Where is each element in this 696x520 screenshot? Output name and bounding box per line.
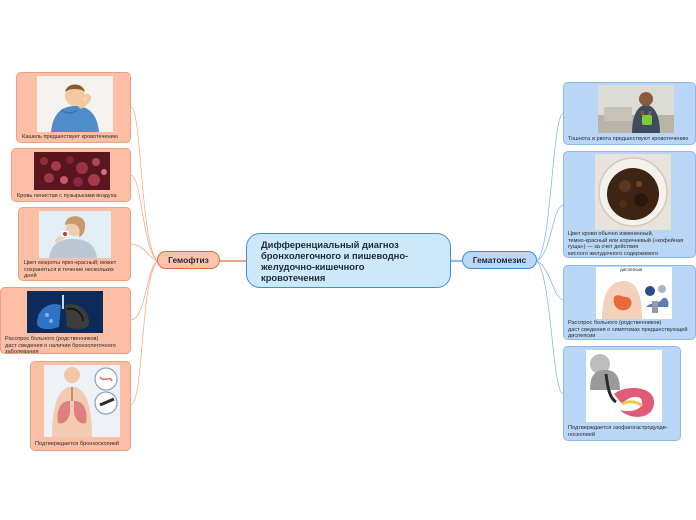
branch-hematemesis-label: Гематомезис: [472, 255, 527, 265]
left-card-foamy-blood[interactable]: Кровь пенистая с пузырьками воздуха: [11, 148, 131, 202]
right-card-dyspepsia[interactable]: диспепсия Расспрос больного (родственник…: [563, 265, 696, 340]
right-card-nausea[interactable]: Тошнота и рвота предшествуют кровотечени…: [563, 82, 696, 145]
left-card-history-text: Расспрос больного (родственников) даст с…: [5, 336, 116, 354]
right-card-blood-color[interactable]: Цвет крови обычно измененный, темно-крас…: [563, 151, 696, 258]
right-card-endoscopy[interactable]: Подтверждается эзофагогастродуоде- носко…: [563, 346, 681, 441]
left-card-cough[interactable]: Кашель предшествует кровотечению: [16, 72, 131, 143]
nauseous-man-icon: [598, 85, 674, 133]
woman-coughing-blood-icon: [39, 211, 111, 258]
foamy-blood-icon: [34, 152, 110, 190]
central-topic[interactable]: Дифференциальный диагноз бронхолегочного…: [246, 233, 451, 288]
bronchoscopy-icon: [44, 365, 120, 437]
endoscopy-icon: [586, 350, 662, 422]
lungs-icon: [27, 291, 103, 333]
central-topic-label: Дифференциальный диагноз бронхолегочного…: [261, 238, 409, 283]
right-card-endoscopy-text: Подтверждается эзофагогастродуоде- носко…: [568, 425, 668, 438]
right-card-blood-color-text: Цвет крови обычно измененный, темно-крас…: [568, 231, 684, 257]
right-card-dyspepsia-text: Расспрос больного (родственников) даст с…: [568, 320, 688, 340]
left-card-sputum-color-text: Цвет мокроты ярко-красный; может сохраня…: [24, 260, 117, 280]
left-card-cough-text: Кашель предшествует кровотечению: [22, 134, 118, 140]
left-card-bronchoscopy[interactable]: Подтверждается бронхоскопией: [30, 361, 131, 451]
left-card-sputum-color[interactable]: Цвет мокроты ярко-красный; может сохраня…: [18, 207, 131, 281]
coughing-person-icon: [37, 76, 113, 132]
left-card-bronchoscopy-text: Подтверждается бронхоскопией: [35, 441, 120, 447]
branch-hemoptysis-label: Гемофтиз: [168, 255, 209, 265]
dyspepsia-icon: [596, 267, 672, 319]
left-card-foamy-blood-text: Кровь пенистая с пузырьками воздуха: [17, 193, 117, 199]
branch-hemoptysis[interactable]: Гемофтиз: [157, 251, 220, 269]
right-card-nausea-text: Тошнота и рвота предшествуют кровотечени…: [568, 136, 689, 142]
left-card-history[interactable]: Расспрос больного (родственников) даст с…: [0, 287, 131, 354]
dyspepsia-image-label: диспепсия: [620, 267, 643, 272]
branch-hematemesis[interactable]: Гематомезис: [462, 251, 537, 269]
coffee-grounds-cup-icon: [595, 154, 671, 230]
